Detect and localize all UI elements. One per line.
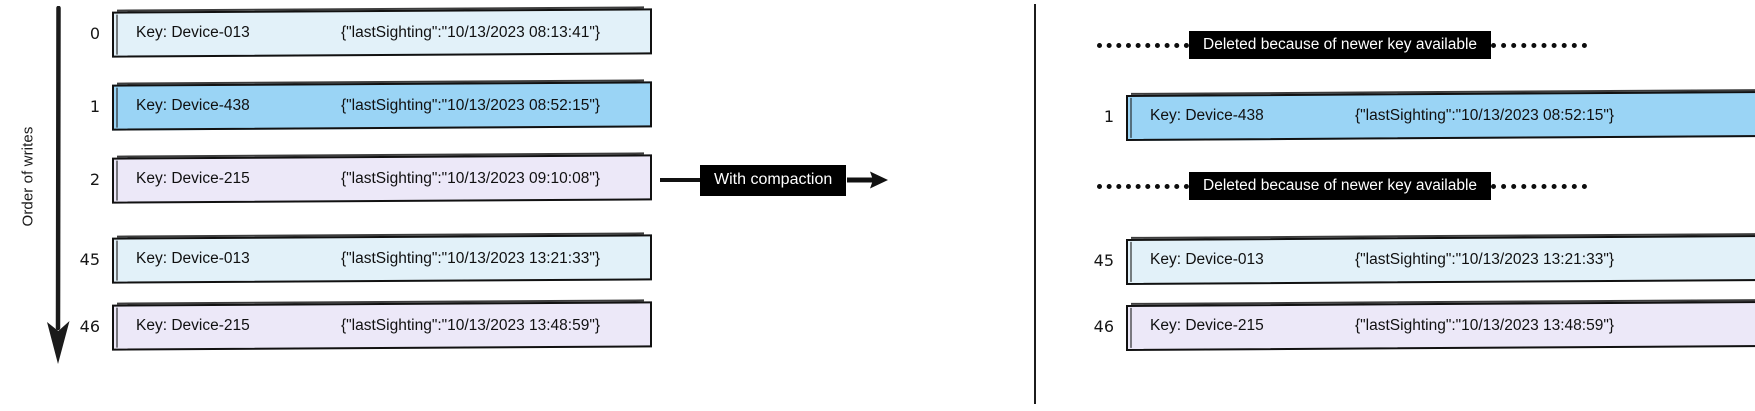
record-row: 1 Key: Device-438 {"lastSighting":"10/13…: [1080, 91, 1755, 141]
record-row: 2 Key: Device-215 {"lastSighting":"10/13…: [66, 154, 652, 204]
record-row: 46 Key: Device-215 {"lastSighting":"10/1…: [66, 301, 652, 351]
record-key: Key: Device-215: [136, 170, 250, 187]
record-index: 46: [1093, 316, 1114, 336]
record-value: {"lastSighting":"10/13/2023 13:21:33"}: [1355, 251, 1615, 268]
record-box[interactable]: Key: Device-013 {"lastSighting":"10/13/2…: [1126, 235, 1755, 285]
record-index: 2: [89, 169, 100, 189]
record-box[interactable]: Key: Device-013 {"lastSighting":"10/13/2…: [112, 234, 652, 284]
record-key: Key: Device-013: [136, 250, 250, 267]
record-key: Key: Device-438: [136, 97, 250, 114]
record-key: Key: Device-215: [1150, 317, 1264, 334]
dotted-leader-right: [1491, 42, 1588, 48]
record-row: 45 Key: Device-013 {"lastSighting":"10/1…: [66, 234, 652, 284]
with-compaction-label: With compaction: [700, 164, 847, 196]
record-box[interactable]: Key: Device-438 {"lastSighting":"10/13/2…: [112, 81, 652, 131]
record-key: Key: Device-438: [1150, 107, 1264, 124]
record-key: Key: Device-215: [136, 317, 250, 334]
deleted-note: Deleted because of newer key available: [1097, 30, 1588, 60]
record-index: 0: [89, 23, 100, 43]
record-row: 1 Key: Device-438 {"lastSighting":"10/13…: [66, 81, 652, 131]
record-row: 46 Key: Device-215 {"lastSighting":"10/1…: [1080, 301, 1755, 351]
record-index: 1: [1103, 106, 1114, 126]
record-box[interactable]: Key: Device-215 {"lastSighting":"10/13/2…: [112, 301, 652, 351]
deleted-note-label: Deleted because of newer key available: [1189, 171, 1492, 201]
record-value: {"lastSighting":"10/13/2023 13:48:59"}: [341, 317, 601, 334]
dotted-leader-right: [1491, 183, 1588, 189]
record-box[interactable]: Key: Device-013 {"lastSighting":"10/13/2…: [112, 8, 652, 58]
with-compaction-transition: With compaction: [660, 162, 889, 198]
record-row: 45 Key: Device-013 {"lastSighting":"10/1…: [1080, 235, 1755, 285]
record-index: 45: [1093, 250, 1114, 270]
arrow-right-icon: [847, 171, 889, 189]
record-index: 46: [79, 316, 100, 336]
order-of-writes-arrow-icon: [47, 6, 70, 364]
record-value: {"lastSighting":"10/13/2023 08:13:41"}: [341, 24, 601, 41]
order-of-writes-label: Order of writes: [19, 126, 37, 227]
record-value: {"lastSighting":"10/13/2023 08:52:15"}: [341, 97, 601, 114]
record-key: Key: Device-013: [136, 24, 250, 41]
record-row: 0 Key: Device-013 {"lastSighting":"10/13…: [66, 8, 652, 58]
record-box[interactable]: Key: Device-215 {"lastSighting":"10/13/2…: [112, 154, 652, 204]
before-compaction-panel: Order of writes 0 Key: Device-013 {"last…: [0, 0, 900, 411]
record-value: {"lastSighting":"10/13/2023 08:52:15"}: [1355, 107, 1615, 124]
record-index: 1: [89, 96, 100, 116]
dotted-leader-left: [1097, 183, 1189, 189]
record-value: {"lastSighting":"10/13/2023 13:21:33"}: [341, 250, 601, 267]
dotted-leader-left: [1097, 42, 1189, 48]
record-box[interactable]: Key: Device-438 {"lastSighting":"10/13/2…: [1126, 91, 1755, 141]
record-box[interactable]: Key: Device-215 {"lastSighting":"10/13/2…: [1126, 301, 1755, 351]
after-compaction-panel: Deleted because of newer key available 1…: [1035, 0, 1755, 411]
record-value: {"lastSighting":"10/13/2023 13:48:59"}: [1355, 317, 1615, 334]
record-value: {"lastSighting":"10/13/2023 09:10:08"}: [341, 170, 601, 187]
panel-divider: [1034, 4, 1036, 404]
record-index: 45: [79, 249, 100, 269]
record-key: Key: Device-013: [1150, 251, 1264, 268]
compaction-lead-line: [660, 178, 700, 182]
deleted-note: Deleted because of newer key available: [1097, 171, 1588, 201]
deleted-note-label: Deleted because of newer key available: [1189, 30, 1492, 60]
